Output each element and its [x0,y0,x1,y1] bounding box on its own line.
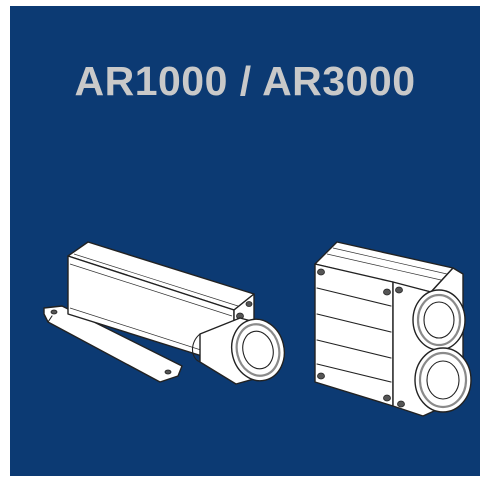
banner-title: AR1000 / AR3000 [74,58,416,104]
ar1000-sensor-drawing-icon [43,241,286,385]
ar3000-sensor-drawing-icon [314,241,472,417]
product-banner: AR1000 / AR3000 [10,6,480,476]
